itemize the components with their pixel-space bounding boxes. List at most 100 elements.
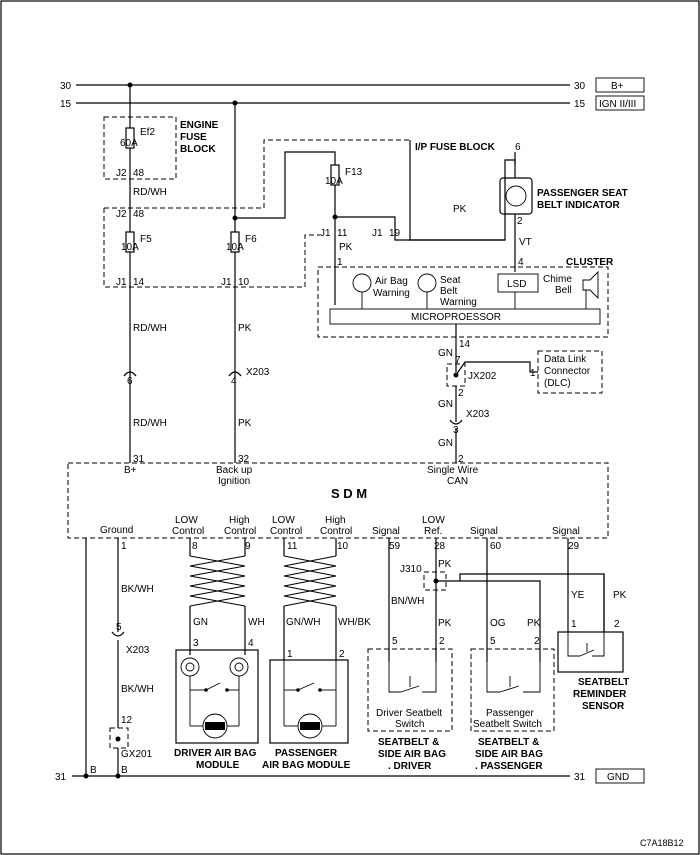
chime-2: Bell	[555, 285, 572, 296]
sdm-pin-29: 29	[568, 541, 580, 552]
diagram-code: C7A18B12	[640, 838, 684, 848]
driver-switch-contact-icon	[400, 685, 420, 693]
sdm-high2-b: Control	[320, 526, 352, 537]
sdm-swcan-2: CAN	[447, 476, 468, 487]
f13-rating: 10A	[325, 176, 343, 187]
seatbelt-warning-2: Belt	[440, 286, 457, 297]
ground-b1: B	[90, 765, 97, 776]
wire-gn-driver: GN	[193, 617, 208, 628]
x203-ground-pin: 5	[116, 622, 122, 633]
sdm-module: S D M 31 B+ 32 Back up Ignition Single W…	[67, 454, 609, 552]
f5-rating: 10A	[121, 242, 139, 253]
sdm-pin-28: 28	[434, 541, 446, 552]
ef2-name: Ef2	[140, 127, 155, 138]
wire-bkwh-2: BK/WH	[121, 684, 154, 695]
wire-whbk: WH/BK	[338, 617, 371, 628]
twisted-pair-passenger-icon	[283, 555, 337, 607]
microprocessor-box	[329, 308, 601, 325]
ip-j19: J1	[372, 228, 383, 239]
j2-top-pin: 48	[133, 168, 145, 179]
wire-bnwh: BN/WH	[391, 596, 424, 607]
wire-og: OG	[490, 618, 506, 629]
passenger-airbag-module: GN/WH WH/BK 1 2 PASSENGER AIR BAG MODULE	[262, 538, 371, 771]
ip-pin-1: 1	[337, 257, 343, 268]
sdm-low2-a: LOW	[272, 515, 295, 526]
reminder-title-3: SENSOR	[582, 701, 625, 712]
driver-module-title-2: MODULE	[196, 760, 240, 771]
pass-sw-label-2: Seatbelt Switch	[473, 719, 542, 730]
ign-bus: 15 15 IGN II/III	[60, 95, 645, 111]
f6-j: J1	[221, 277, 232, 288]
gnd-label: GND	[607, 772, 629, 783]
passenger-pin-2: 2	[339, 649, 345, 660]
sdm-low1-b: Control	[172, 526, 204, 537]
x203-ground-connector-icon	[111, 631, 125, 637]
indicator-pin-6: 6	[515, 142, 521, 153]
b-plus-label: B+	[611, 81, 624, 92]
passenger-pin-1: 1	[287, 649, 293, 660]
f13-name: F13	[345, 167, 363, 178]
x203-can-label: X203	[466, 409, 490, 420]
j2-mid: J2	[116, 209, 127, 220]
pass-sw-title-2: SIDE AIR BAG	[475, 749, 543, 760]
reminder-pin-1: 1	[571, 619, 577, 630]
ip-fuse-title: I/P FUSE BLOCK	[415, 142, 496, 153]
j310-label: J310	[400, 564, 422, 575]
sdm-pin-32: 32	[238, 454, 250, 465]
driver-sw-label-2: Switch	[395, 719, 424, 730]
x203-pin-4: 4	[231, 376, 237, 387]
jx202-label: JX202	[468, 371, 497, 382]
f6-rating: 10A	[226, 242, 244, 253]
passenger-module-title-2: AIR BAG MODULE	[262, 760, 351, 771]
jx202-pin-2: 2	[458, 388, 464, 399]
j2-mid-pin: 48	[133, 209, 145, 220]
wire-gnwh: GN/WH	[286, 617, 320, 628]
wire-pk-driver-sw: PK	[438, 618, 452, 629]
wire-pk-indicator: PK	[453, 204, 467, 215]
wire-rdwh-b: RD/WH	[133, 418, 167, 429]
twisted-pair-driver-icon	[189, 555, 246, 607]
ip-j11-pin: 11	[337, 228, 348, 239]
airbag-warning-1: Air Bag	[375, 276, 408, 287]
sdm-ground: Ground	[100, 525, 133, 536]
ef2-rating: 60A	[120, 138, 138, 149]
passenger-switch-contact-icon	[499, 685, 520, 693]
driver-airbag-module: GN WH 3 4 DRIVER AIR BAG MODULE	[174, 538, 265, 771]
indicator-pin-4: 4	[518, 257, 524, 268]
gnd-31-right: 31	[574, 772, 586, 783]
sdm-pin-59: 59	[389, 541, 401, 552]
sdm-pin-60: 60	[490, 541, 502, 552]
x203-can-connector-icon	[449, 419, 463, 425]
f6-pin: 10	[238, 277, 250, 288]
sdm-high1-a: High	[229, 515, 250, 526]
lsd-label: LSD	[507, 279, 526, 290]
gnd-bus: 31 31 GND	[55, 768, 645, 784]
driver-pin-3: 3	[193, 638, 199, 649]
gnd-31-left: 31	[55, 772, 67, 783]
sdm-sig2: Signal	[470, 526, 498, 537]
gx201-pin: 12	[121, 715, 133, 726]
x203-upper-connector: RD/WH PK 6 4 X203 RD/WH PK	[123, 323, 270, 463]
sdm-high2-a: High	[325, 515, 346, 526]
sdm-pin-9: 9	[245, 541, 251, 552]
bus-15-right: 15	[574, 99, 586, 110]
engine-fuse-title-1: ENGINE	[180, 120, 219, 131]
bus-30-right: 30	[574, 81, 586, 92]
sdm-pin-10: 10	[337, 541, 349, 552]
cluster-pin-14: 14	[459, 339, 471, 350]
wire-pk-b: PK	[238, 418, 252, 429]
wire-vt: VT	[519, 237, 532, 248]
seatbelt-indicator-icon	[505, 185, 527, 207]
reminder-contact-icon	[579, 649, 595, 657]
airbag-warning-2: Warning	[373, 288, 410, 299]
wire-ye: YE	[571, 590, 585, 601]
wire-rdwh-a: RD/WH	[133, 323, 167, 334]
reminder-title-1: SEATBELT	[578, 677, 629, 688]
wire-rdwh-top: RD/WH	[133, 187, 167, 198]
sdm-can-pin: 2	[458, 454, 464, 465]
wire-pk-ip: PK	[339, 242, 353, 253]
x203-upper-label: X203	[246, 367, 270, 378]
